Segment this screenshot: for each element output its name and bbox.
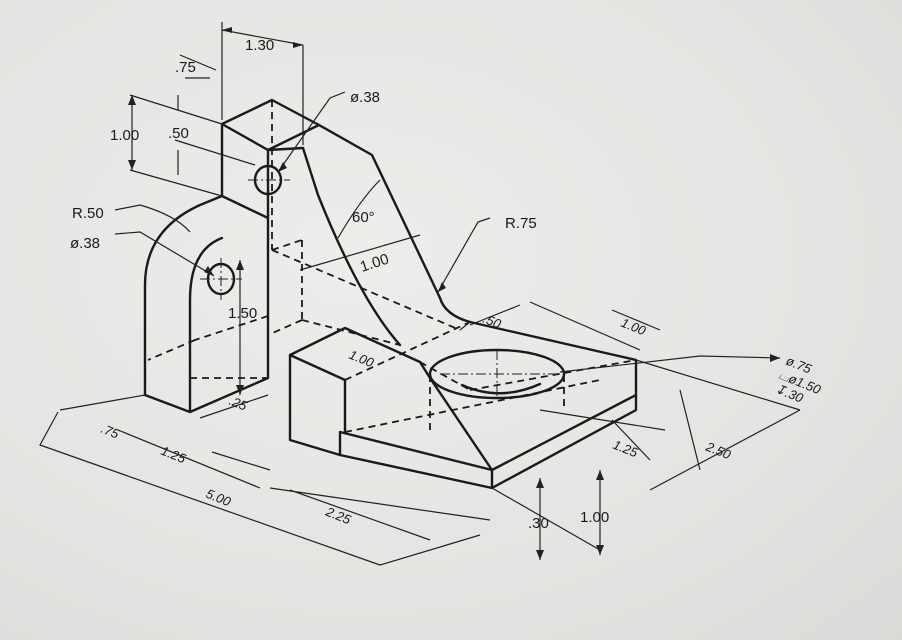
dim-dia38-left: ø.38 bbox=[70, 235, 100, 252]
fillet-edge bbox=[438, 296, 472, 324]
object-outline bbox=[143, 98, 638, 490]
dim-25: .25 bbox=[227, 393, 250, 414]
dim-r50: R.50 bbox=[72, 205, 104, 222]
base-block bbox=[288, 326, 422, 457]
dim-1-00-left: 1.00 bbox=[110, 127, 139, 144]
dim-2-25: 2.25 bbox=[323, 503, 354, 527]
dim-60deg: 60° bbox=[352, 209, 375, 226]
dim-1-25-base: 1.25 bbox=[159, 443, 189, 467]
counterbore-inner bbox=[460, 382, 542, 395]
dim-75-top: .75 bbox=[175, 59, 196, 76]
right-block bbox=[338, 320, 638, 490]
dim-1-50: 1.50 bbox=[228, 305, 257, 322]
center-lines bbox=[200, 160, 560, 398]
dim-1-00-right: 1.00 bbox=[619, 315, 649, 339]
dim-r75: R.75 bbox=[505, 215, 537, 232]
dim-5-00: 5.00 bbox=[204, 486, 234, 510]
dim-50-slot: .50 bbox=[481, 311, 504, 332]
arrowheads bbox=[128, 27, 780, 560]
dim-75-base: .75 bbox=[99, 421, 122, 442]
slanted-web bbox=[266, 123, 442, 347]
dim-1-00-slant: 1.00 bbox=[358, 251, 391, 276]
dim-1-30: 1.30 bbox=[245, 37, 274, 54]
dimension-lines bbox=[39, 22, 801, 566]
left-boss bbox=[143, 194, 270, 414]
dim-30: .30 bbox=[528, 515, 549, 532]
dim-dia38-top: ø.38 bbox=[350, 89, 380, 106]
dim-1-25-right: 1.25 bbox=[611, 437, 641, 461]
dim-50-left: .50 bbox=[168, 125, 189, 142]
hidden-lines bbox=[147, 100, 637, 433]
dim-1-00-height: 1.00 bbox=[580, 509, 609, 526]
